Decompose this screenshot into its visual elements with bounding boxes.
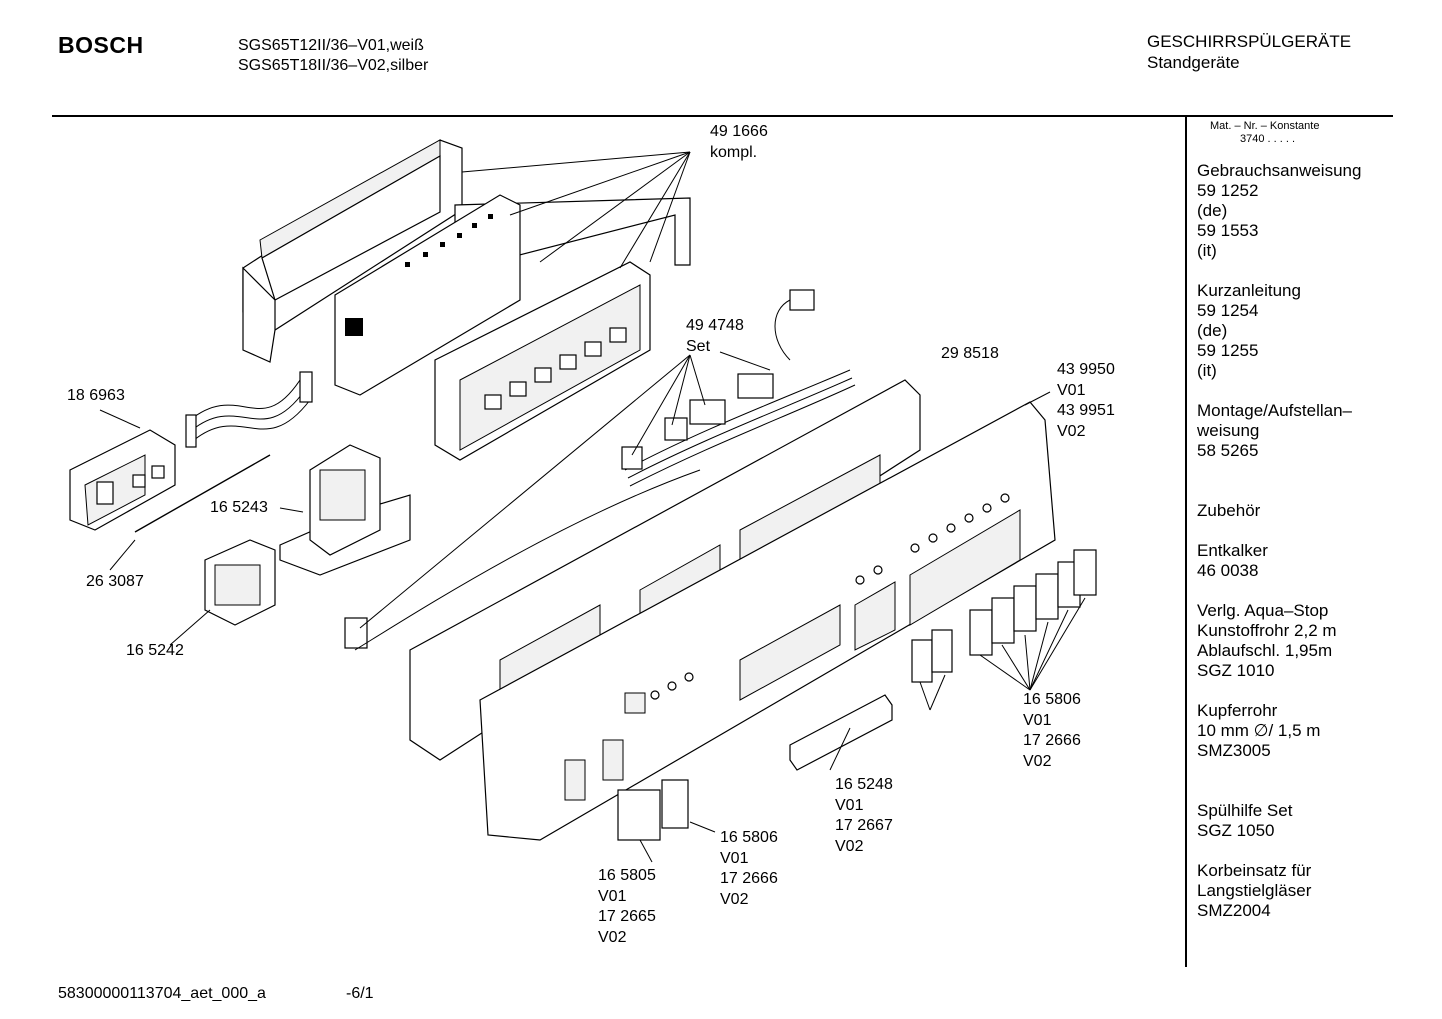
label-16-5806-right: 16 5806 V01 17 2666 V02 — [1023, 691, 1081, 770]
sidebar-entry: Kurzanleitung — [1197, 281, 1301, 300]
front-fascia — [479, 401, 1056, 841]
label-49-1666: 49 1666 kompl. — [710, 123, 768, 161]
switch-block — [279, 444, 411, 576]
sidebar-entry — [1197, 781, 1361, 801]
door-switch — [204, 539, 276, 626]
appliance-category: GESCHIRRSPÜLGERÄTE Standgeräte — [1147, 31, 1351, 73]
label-16-5248: 16 5248 V01 17 2667 V02 — [835, 776, 893, 855]
label-16-5243: 16 5243 — [210, 499, 268, 516]
sidebar-entry: 10 mm ∅/ 1,5 m — [1197, 721, 1321, 740]
push-button-row — [911, 549, 1097, 683]
display-module — [69, 429, 176, 531]
sidebar-entry: Zubehör — [1197, 501, 1261, 520]
circuit-board — [334, 194, 521, 396]
sidebar-entry — [1197, 761, 1361, 781]
label-16-5805: 16 5805 V01 17 2665 V02 — [598, 867, 656, 946]
sidebar-entry: 46 0038 — [1197, 561, 1259, 580]
label-18-6963: 18 6963 — [67, 387, 125, 404]
brand-logo: BOSCH — [58, 32, 144, 58]
sidebar-entry — [1197, 841, 1361, 861]
sidebar-entry: SMZ3005 — [1197, 741, 1271, 760]
sidebar-entry: (it) — [1197, 361, 1217, 380]
sidebar-entry: Kupferrohr — [1197, 701, 1278, 720]
label-49-4748: 49 4748 Set — [686, 317, 744, 355]
sidebar-entry: Kunstoffrohr 2,2 m — [1197, 621, 1337, 640]
wiring-harness — [344, 289, 856, 651]
sidebar-entry — [1197, 581, 1361, 601]
category-subtitle: Standgeräte — [1147, 53, 1240, 72]
label-16-5242: 16 5242 — [126, 642, 184, 659]
sidebar-entry — [1197, 461, 1361, 481]
model-numbers: SGS65T12II/36–V01,weiß SGS65T18II/36–V02… — [238, 36, 428, 76]
sidebar-entry: Spülhilfe Set — [1197, 801, 1293, 820]
label-26-3087: 26 3087 — [86, 573, 144, 590]
cover-strip — [789, 694, 893, 771]
label-43-9950: 43 9950 V01 43 9951 V02 — [1057, 361, 1115, 440]
ribbon-cable — [185, 371, 313, 448]
sidebar-entry: Entkalker — [1197, 541, 1268, 560]
sidebar-entry: Montage/Aufstellan– — [1197, 401, 1352, 420]
sidebar-entry: (it) — [1197, 241, 1217, 260]
sidebar-entry: (de) — [1197, 321, 1228, 340]
sidebar-entry: Verlg. Aqua–Stop — [1197, 601, 1329, 620]
rod — [134, 454, 271, 533]
sidebar-entry: SMZ2004 — [1197, 901, 1271, 920]
sidebar-entry: Gebrauchsanweisung — [1197, 161, 1362, 180]
document-id: 58300000113704_aet_000_a — [58, 985, 266, 1002]
page-number: -6/1 — [346, 985, 374, 1002]
sidebar-entry: (de) — [1197, 201, 1228, 220]
category-title: GESCHIRRSPÜLGERÄTE — [1147, 32, 1352, 51]
sidebar-entry — [1197, 681, 1361, 701]
sidebar-divider — [1185, 116, 1187, 967]
model-line-2: SGS65T18II/36–V02,silber — [238, 57, 429, 74]
material-constant: Mat. – Nr. – Konstante 3740 . . . . . — [1210, 120, 1320, 145]
sidebar-entry: Korbeinsatz für — [1197, 861, 1312, 880]
sidebar-entry — [1197, 261, 1361, 281]
leader-lines — [99, 151, 1086, 863]
sidebar-entry: 59 1254 — [1197, 301, 1259, 320]
sidebar-entry: weisung — [1197, 421, 1260, 440]
sidebar-entry — [1197, 481, 1361, 501]
model-line-1: SGS65T12II/36–V01,weiß — [238, 37, 424, 54]
label-29-8518: 29 8518 — [941, 345, 999, 362]
sidebar-entry — [1197, 381, 1361, 401]
header-divider — [52, 115, 1393, 117]
sidebar-entry: 59 1255 — [1197, 341, 1259, 360]
sidebar-entry: Ablaufschl. 1,95m — [1197, 641, 1333, 660]
single-buttons — [617, 779, 689, 841]
sidebar-entry: 58 5265 — [1197, 441, 1259, 460]
sidebar-entry: SGZ 1050 — [1197, 821, 1275, 840]
sidebar-entry — [1197, 521, 1361, 541]
sidebar-entry: 59 1553 — [1197, 221, 1259, 240]
control-housing-cover — [242, 139, 691, 363]
sidebar-entry: 59 1252 — [1197, 181, 1259, 200]
label-16-5806-lower: 16 5806 V01 17 2666 V02 — [720, 829, 778, 908]
sidebar-entry: Langstielgläser — [1197, 881, 1312, 900]
module-holder — [434, 261, 651, 461]
sidebar-entry: SGZ 1010 — [1197, 661, 1275, 680]
